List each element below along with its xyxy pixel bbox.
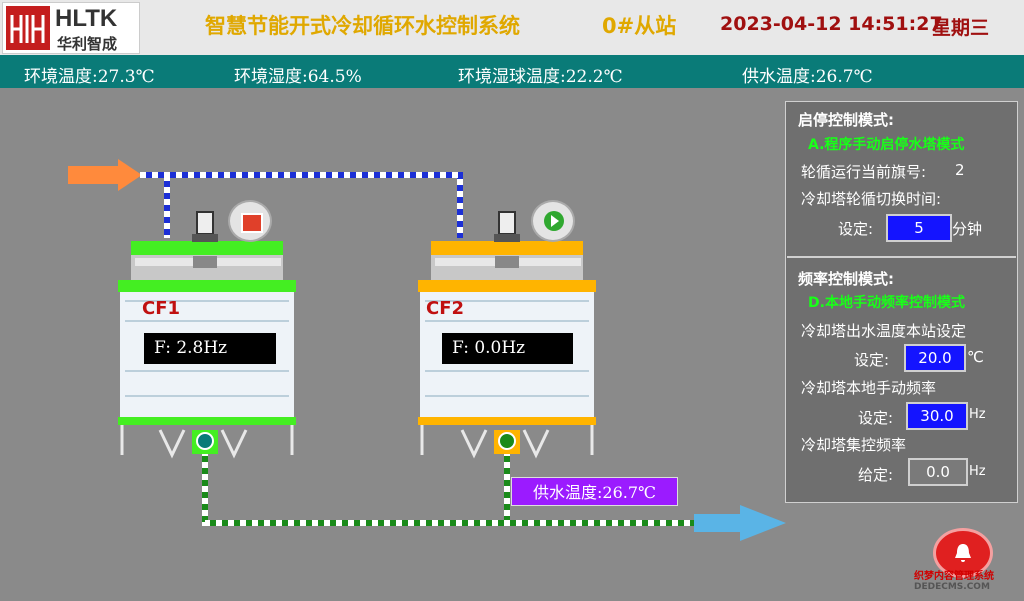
rotation-value: 2 <box>955 161 965 179</box>
cf1-stop-button[interactable] <box>228 200 272 242</box>
bell-icon <box>955 544 971 562</box>
environment-bar <box>0 55 1024 88</box>
outlet-temp-unit: ℃ <box>967 348 984 366</box>
env-wet-bulb: 环境湿球温度:22.2℃ <box>458 67 623 87</box>
manual-freq-input[interactable]: 30.0 <box>906 402 968 430</box>
env-temperature: 环境温度:27.3℃ <box>24 67 155 87</box>
cf1-frequency: F: 2.8Hz <box>144 333 276 364</box>
env-humidity: 环境湿度:64.5% <box>234 67 362 87</box>
outlet-pipe <box>202 450 700 526</box>
logo-graphic <box>6 6 50 50</box>
play-icon <box>544 211 564 231</box>
outlet-temp-label: 冷却塔出水温度本站设定 <box>801 322 967 340</box>
central-freq-value: 0.0 <box>908 458 968 486</box>
logo-subtext: 华利智成 <box>57 35 118 53</box>
manual-freq-label: 冷却塔本地手动频率 <box>801 379 937 397</box>
stop-icon <box>241 213 263 233</box>
central-set-label: 给定: <box>858 466 894 484</box>
alarm-button[interactable] <box>933 528 993 578</box>
cf2-run-button[interactable] <box>531 200 575 242</box>
cf2-label: CF2 <box>426 298 465 319</box>
outlet-set-label: 设定: <box>854 351 890 369</box>
company-logo: HLTK 华利智成 <box>2 2 140 54</box>
weekday-display: 星期三 <box>932 17 990 39</box>
motor-icon <box>498 211 516 235</box>
switch-time-input[interactable]: 5 <box>886 214 952 242</box>
watermark: 织梦内容管理系统 DEDECMS.COM <box>914 567 994 592</box>
inlet-pipe <box>140 172 463 238</box>
switch-time-label: 冷却塔轮循切换时间: <box>801 190 942 208</box>
manual-freq-unit: Hz <box>969 407 986 422</box>
cf2-frequency: F: 0.0Hz <box>442 333 573 364</box>
station-name: 0#从站 <box>602 14 677 38</box>
watermark-subtext: DEDECMS.COM <box>914 582 990 592</box>
central-freq-unit: Hz <box>969 464 986 479</box>
start-stop-section <box>787 103 1016 258</box>
rotation-label: 轮循运行当前旗号: <box>801 163 927 181</box>
inlet-arrow-icon <box>68 159 142 191</box>
manual-set-label: 设定: <box>858 409 894 427</box>
frequency-heading: 频率控制模式: <box>798 270 894 288</box>
control-panel <box>785 101 1018 503</box>
switch-time-set-label: 设定: <box>838 220 874 238</box>
datetime-display: 2023-04-12 14:51:27 <box>720 13 943 35</box>
switch-time-unit: 分钟 <box>952 220 983 238</box>
cf1-label: CF1 <box>142 298 181 319</box>
outlet-arrow-icon <box>694 505 786 541</box>
frequency-mode[interactable]: D.本地手动频率控制模式 <box>808 295 965 311</box>
logo-text: HLTK <box>55 5 118 32</box>
header-bar <box>0 0 1024 55</box>
supply-temp-badge: 供水温度:26.7℃ <box>511 477 678 506</box>
outlet-temp-input[interactable]: 20.0 <box>904 344 966 372</box>
env-supply-temp: 供水温度:26.7℃ <box>742 67 873 87</box>
motor-icon <box>196 211 214 235</box>
watermark-text: 织梦内容管理系统 <box>914 571 994 582</box>
start-stop-mode[interactable]: A.程序手动启停水塔模式 <box>808 137 965 153</box>
system-title: 智慧节能开式冷却循环水控制系统 <box>205 14 520 38</box>
central-freq-label: 冷却塔集控频率 <box>801 436 907 454</box>
start-stop-heading: 启停控制模式: <box>798 111 894 129</box>
